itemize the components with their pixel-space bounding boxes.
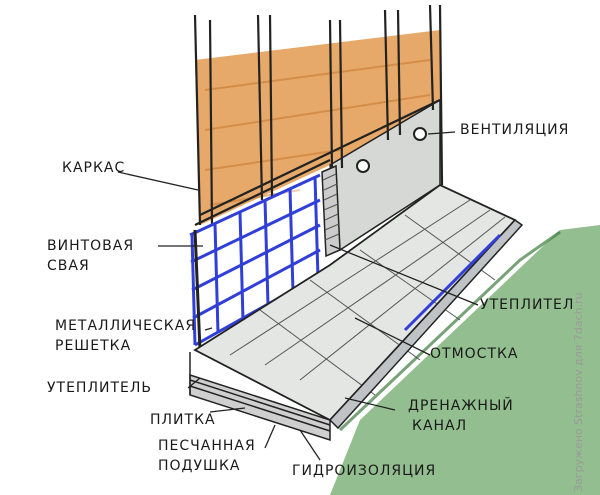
wood-cladding-texture [204,59,431,206]
wood-cladding [195,30,440,225]
label-sand-1: ПЕСЧАННАЯ [158,438,256,454]
frame-posts [193,4,444,226]
label-drainage-1: ДРЕНАЖНЫЙ [408,398,514,414]
label-insulation-left: УТЕПЛИТЕЛЬ [47,380,152,396]
label-metal-grid-2: РЕШЕТКА [55,338,132,354]
label-drainage-2: КАНАЛ [412,418,468,434]
label-insulation-right: УТЕПЛИТЕЛ [480,297,575,313]
label-ventilation: ВЕНТИЛЯЦИЯ [460,122,570,138]
drainage-channel [328,219,524,430]
label-tile: ПЛИТКА [150,412,216,428]
label-karkas: КАРКАС [62,160,126,176]
slab-joints [229,199,506,396]
watermark: Загружено Strashnov для 7dach.ru [572,292,585,492]
grass-edge [338,230,561,432]
insulation-hatch [322,173,340,241]
label-sand-2: ПОДУШКА [158,458,241,474]
leader-lines [117,131,479,461]
ventilation-holes [356,127,427,173]
label-blind-area: ОТМОСТКА [430,346,519,362]
label-metal-grid-1: МЕТАЛЛИЧЕСКАЯ [55,318,197,334]
drainage-water [403,233,502,332]
section-lines [189,352,331,432]
label-screw-pile-1: ВИНТОВАЯ [47,238,135,254]
screw-pile [193,229,202,351]
label-screw-pile-2: СВАЯ [47,258,90,274]
label-waterproofing: ГИДРОИЗОЛЯЦИЯ [292,463,437,479]
metal-grid [189,173,321,347]
grass-area [330,225,600,495]
